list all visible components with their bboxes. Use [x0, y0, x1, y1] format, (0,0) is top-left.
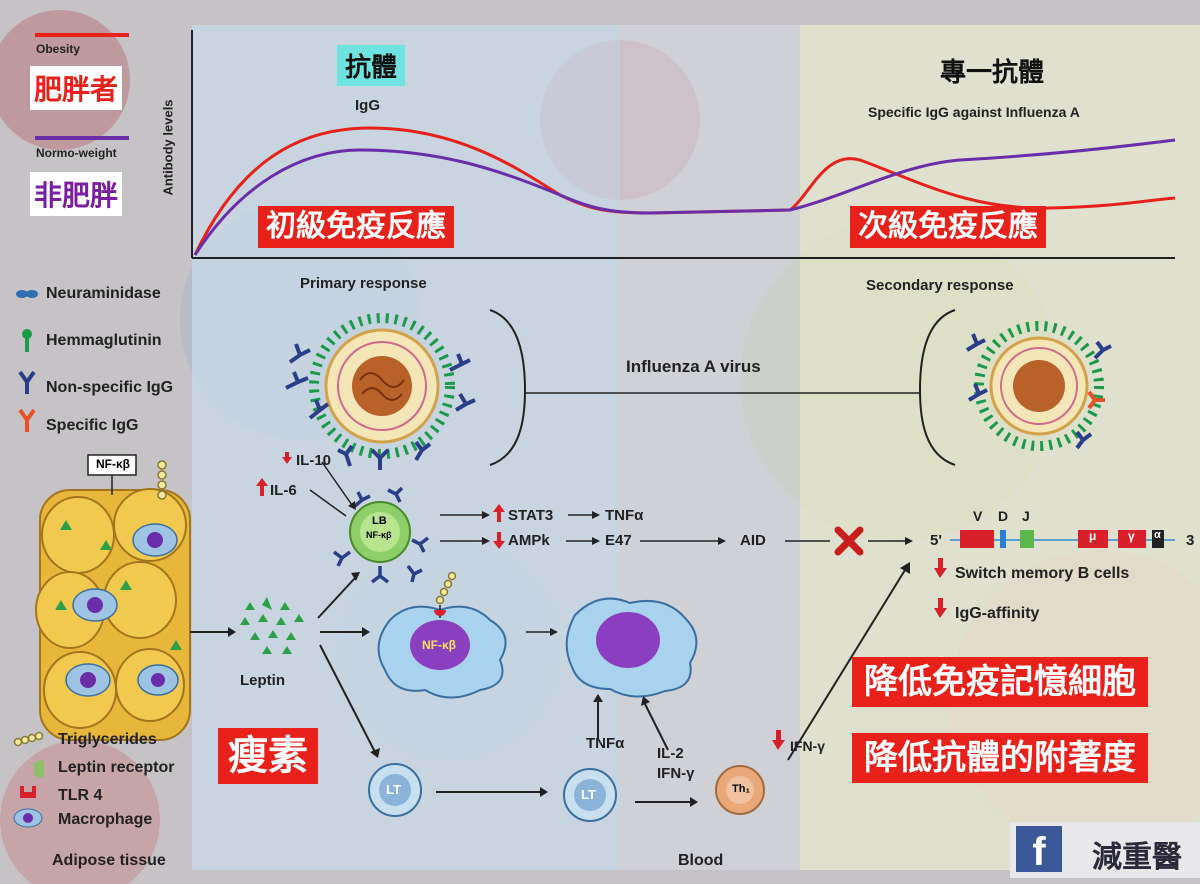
chart-ylabel: Antibody levels	[160, 99, 176, 196]
neuraminidase-icon	[16, 290, 38, 298]
legend-obesity-cn: 肥胖者	[30, 66, 123, 110]
macrophage-icon	[13, 808, 43, 828]
legend-normo-label: Normo-weight	[36, 146, 117, 160]
leptin-label: Leptin	[240, 672, 285, 689]
tlr4-icon	[20, 786, 36, 798]
three-prime-label: 3	[1186, 532, 1195, 549]
legend-nonspecific-igg: Non-specific IgG	[46, 379, 174, 396]
il2-label: IL-2	[657, 745, 684, 762]
virus-secondary	[965, 321, 1112, 451]
lt-label-1: LT	[386, 782, 401, 797]
nonspecific-igg-icon	[18, 370, 36, 394]
leptin-molecules	[240, 597, 304, 654]
il6-label: IL-6	[270, 482, 297, 499]
stat3-label: STAT3	[508, 507, 554, 524]
brand-name-cn: 減重醫	[1092, 840, 1182, 875]
macrophage-nfkb-label: NF-κβ	[422, 638, 457, 652]
leptin-receptor-icon	[34, 760, 44, 778]
th1-label: Th₁	[732, 783, 750, 795]
chart-left-title-cn: 抗體	[337, 45, 406, 86]
legend-macrophage: Macrophage	[58, 811, 153, 828]
secondary-response-cn: 次級免疫反應	[850, 206, 1046, 248]
blood-label: Blood	[678, 852, 724, 869]
legend-obesity-label: Obesity	[36, 42, 81, 56]
legend-neuraminidase: Neuraminidase	[46, 285, 161, 302]
chart-right-title-cn: 專一抗體	[940, 58, 1045, 88]
gene-v-label: V	[973, 508, 983, 524]
il10-label: IL-10	[296, 452, 332, 469]
gene-d-label: D	[998, 508, 1009, 524]
virus-primary	[285, 313, 476, 470]
legend-specific-igg: Specific IgG	[46, 417, 139, 434]
legend-triglycerides: Triglycerides	[58, 731, 157, 748]
gene-mu-label: μ	[1089, 529, 1097, 543]
lt-label-2: LT	[581, 787, 596, 802]
gene-alpha-label: α	[1154, 529, 1161, 541]
e47-label: E47	[605, 532, 632, 549]
chart-right-sub: Specific IgG against Influenza A	[868, 104, 1080, 120]
legend-normo-cn: 非肥胖	[30, 172, 123, 216]
ifng-label-1: IFN-γ	[657, 765, 695, 782]
aid-label: AID	[740, 532, 766, 549]
adipose-tissue-illustration	[35, 488, 191, 741]
tnfa-label-1: TNFα	[605, 507, 644, 524]
affinity-callout-cn: 降低抗體的附著度	[852, 733, 1148, 783]
tnfa-label-2: TNFα	[586, 735, 625, 752]
facebook-icon[interactable]: f	[1016, 826, 1062, 874]
block-x-icon	[834, 526, 864, 556]
ifng-label-2: IFN-γ	[790, 738, 825, 754]
lb-nfkb-label: NF-κβ	[366, 530, 392, 540]
triglycerides-icon	[13, 731, 44, 747]
igg-affinity-label: IgG-affinity	[955, 605, 1040, 622]
legend-hemmaglutinin: Hemmaglutinin	[46, 332, 162, 349]
switch-memory-label: Switch memory B cells	[955, 565, 1130, 582]
specific-igg-icon	[18, 408, 36, 432]
secondary-response-en: Secondary response	[866, 277, 1014, 294]
memory-callout-cn: 降低免疫記憶細胞	[852, 657, 1148, 707]
left-legend-icons	[16, 290, 38, 432]
adipose-tissue-label: Adipose tissue	[52, 852, 166, 869]
ampk-label: AMPk	[508, 532, 550, 549]
pathway-diagram	[35, 452, 1175, 822]
gene-j-label: J	[1022, 508, 1030, 524]
legend-obesity-line	[35, 33, 129, 37]
leptin-callout-cn: 瘦素	[218, 728, 318, 784]
legend-normo-line	[35, 136, 129, 140]
primary-response-cn: 初級免疫反應	[258, 206, 454, 248]
primary-response-en: Primary response	[300, 275, 427, 292]
nfkb-box-label: NF-κβ	[95, 457, 130, 471]
gene-gamma-label: γ	[1128, 529, 1135, 543]
lb-label: LB	[372, 515, 387, 527]
hemmaglutinin-icon	[22, 329, 32, 352]
legend-leptin-receptor: Leptin receptor	[58, 759, 175, 776]
virus-label: Influenza A virus	[626, 357, 761, 376]
chart-left-sub: IgG	[355, 97, 380, 114]
five-prime-label: 5'	[930, 532, 942, 549]
legend-tlr4: TLR 4	[58, 787, 103, 804]
bottom-legend-icons	[13, 731, 44, 828]
